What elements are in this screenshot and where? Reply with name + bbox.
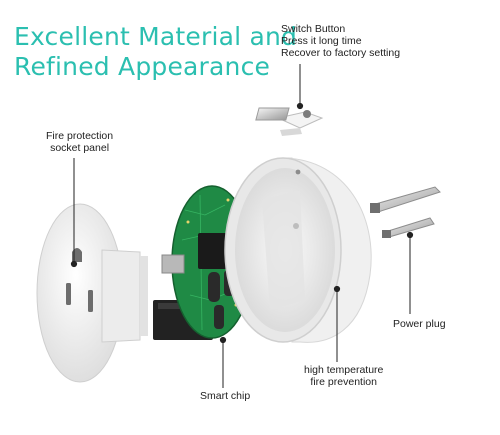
- headline: Excellent Material and Refined Appearanc…: [14, 22, 297, 82]
- capacitor: [214, 305, 224, 329]
- callout-lines: [70, 64, 414, 388]
- housing-screw-hole: [295, 169, 301, 175]
- socket-panel-label: Fire protection socket panel: [46, 130, 114, 154]
- housing-shell: [224, 157, 372, 343]
- housing-post: [293, 223, 299, 229]
- switch-button-icon: [303, 110, 311, 118]
- socket-slot-left: [66, 283, 71, 305]
- headline-line-1: Excellent Material and: [14, 22, 298, 51]
- smart-chip-label: Smart chip: [200, 390, 251, 402]
- terminal-clip: [161, 254, 185, 274]
- power-plug: [370, 186, 441, 238]
- power-plug-label: Power plug: [393, 318, 446, 330]
- capacitor: [208, 272, 220, 302]
- switch-button-label: Switch Button Press it long time Recover…: [281, 23, 401, 59]
- plug-prong-top: [371, 186, 441, 213]
- switch-button-module: [255, 107, 324, 136]
- headline-line-2: Refined Appearance: [14, 52, 271, 81]
- relay-component: [198, 233, 230, 269]
- socket-panel: [36, 203, 148, 383]
- socket-slot-right: [88, 290, 93, 312]
- fire-prevention-label: high temperature fire prevention: [304, 364, 384, 388]
